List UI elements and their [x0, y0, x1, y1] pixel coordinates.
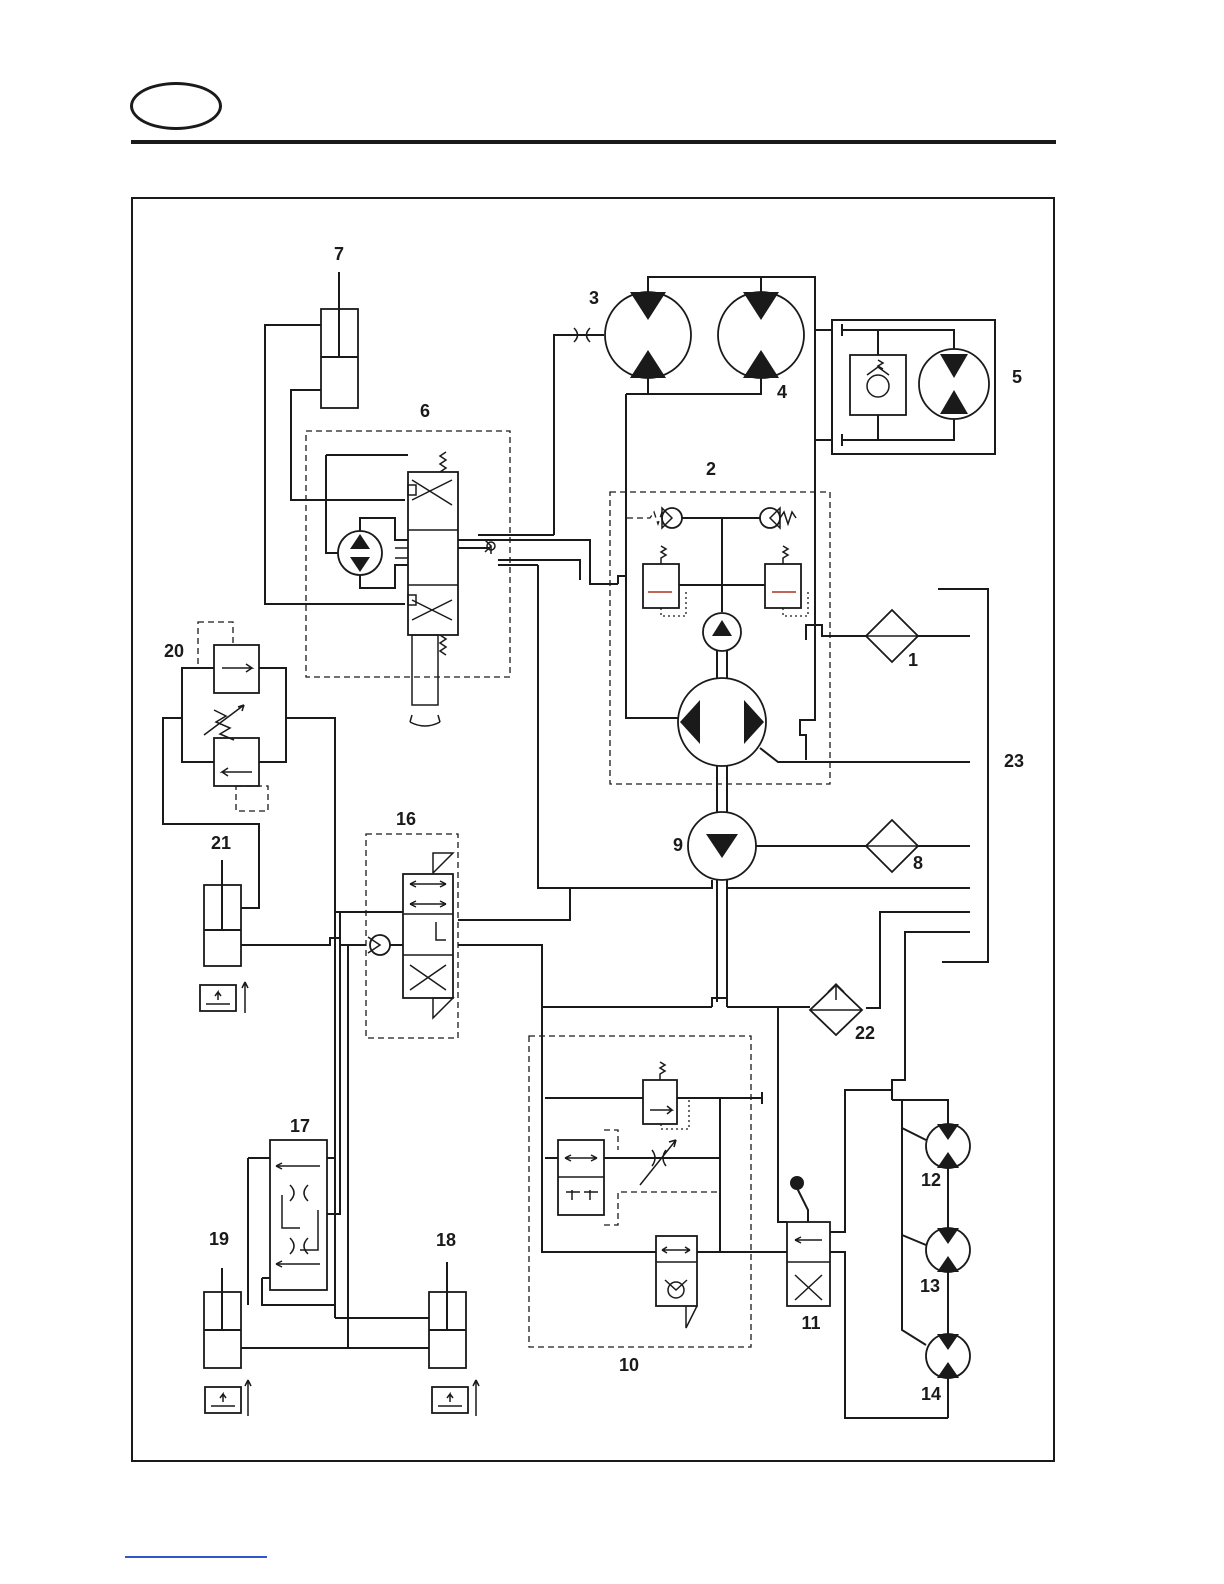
- label-2: 2: [706, 459, 716, 479]
- label-22: 22: [855, 1023, 875, 1043]
- label-3: 3: [589, 288, 599, 308]
- cylinder-7: [265, 272, 405, 604]
- label-8: 8: [913, 853, 923, 873]
- pump-4: [718, 292, 804, 378]
- label-18: 18: [436, 1230, 456, 1250]
- filter-22: [712, 984, 862, 1222]
- label-6: 6: [420, 401, 430, 421]
- pump-3: [605, 292, 691, 378]
- label-1: 1: [908, 650, 918, 670]
- valve-17: [248, 912, 340, 1305]
- motor-14: [926, 1334, 970, 1378]
- label-12: 12: [921, 1170, 941, 1190]
- pump-9: [688, 812, 866, 1002]
- line-23: [938, 589, 988, 962]
- lever-knob-icon: [790, 1176, 804, 1190]
- label-14: 14: [921, 1384, 941, 1404]
- label-9: 9: [673, 835, 683, 855]
- label-19: 19: [209, 1229, 229, 1249]
- label-4: 4: [777, 382, 787, 402]
- label-7: 7: [334, 244, 344, 264]
- label-21: 21: [211, 833, 231, 853]
- motor-unit-5: [815, 320, 995, 454]
- motor-13: [926, 1228, 970, 1272]
- motor-12: [926, 1124, 970, 1168]
- label-20: 20: [164, 641, 184, 661]
- label-13: 13: [920, 1276, 940, 1296]
- transmission-pump-2: [610, 394, 970, 812]
- label-11: 11: [801, 1313, 820, 1333]
- cylinder-18: [429, 1262, 479, 1416]
- cylinder-19: [204, 1268, 251, 1416]
- label-23: 23: [1004, 751, 1024, 771]
- label-17: 17: [290, 1116, 310, 1136]
- label-5: 5: [1012, 367, 1022, 387]
- steering-unit-6: [306, 431, 510, 726]
- valve-16: [335, 834, 712, 1038]
- cylinder-21: [200, 860, 366, 1013]
- label-10: 10: [619, 1355, 639, 1375]
- valve-block-10: [529, 1007, 787, 1347]
- label-16: 16: [396, 809, 416, 829]
